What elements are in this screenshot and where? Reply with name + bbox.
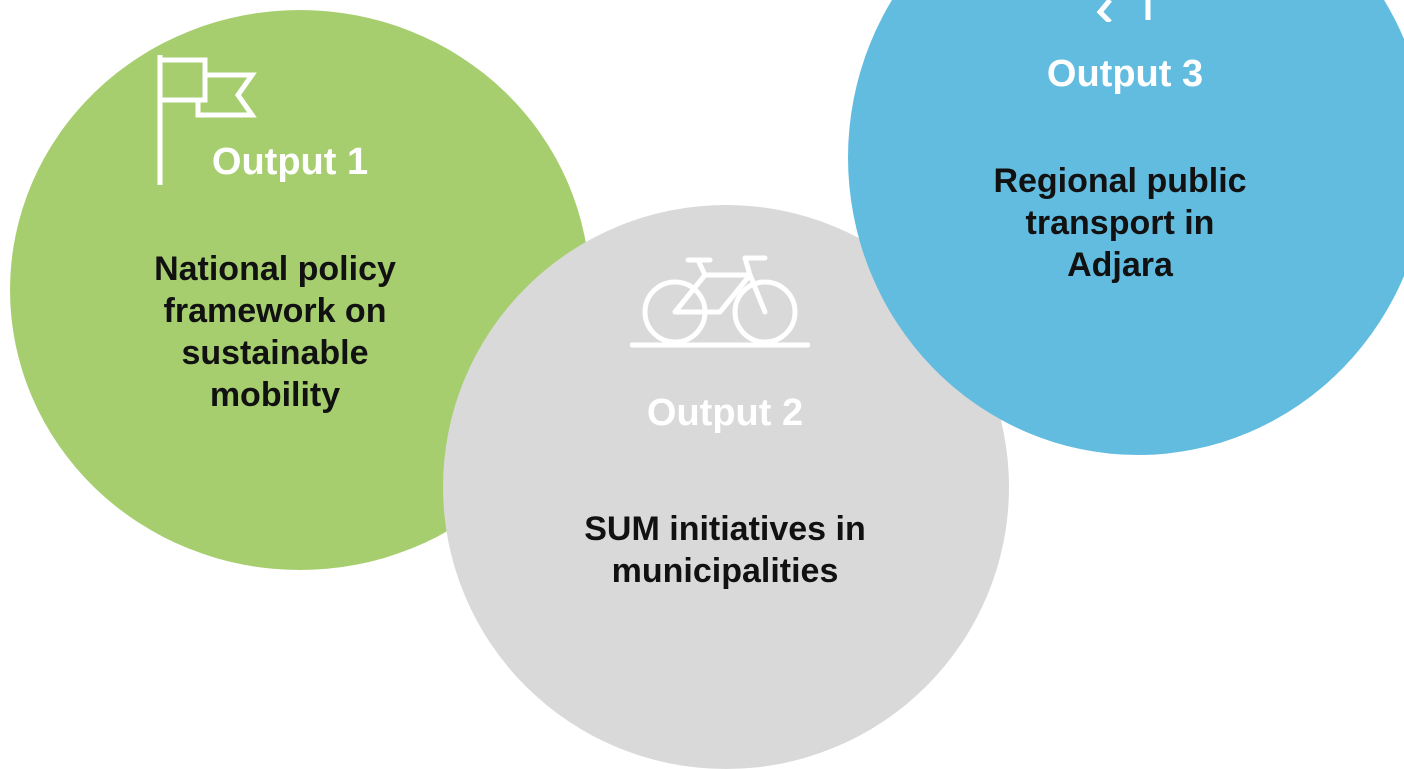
flag-icon [157, 55, 257, 185]
output-1-description: National policy framework on sustainable… [154, 250, 396, 414]
output-3-title: Output 3 [1046, 53, 1204, 95]
output-2-title: Output 2 [646, 392, 804, 434]
output-1-title: Output 1 [211, 141, 369, 183]
output-3-description: Regional public transport in Adjara [993, 162, 1247, 284]
bicycle-icon [630, 255, 810, 348]
output-2-description: SUM initiatives in municipalities [584, 510, 866, 590]
bus-icon [1096, 0, 1151, 22]
